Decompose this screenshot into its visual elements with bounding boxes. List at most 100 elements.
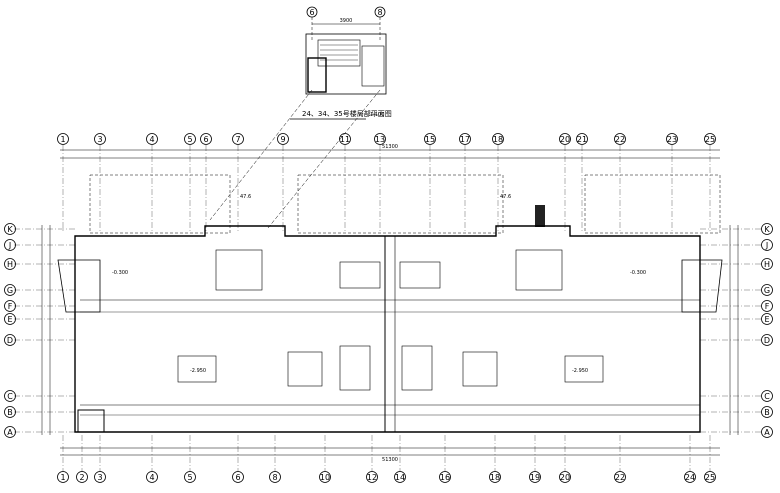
axis-top-11-bubble: [339, 133, 351, 145]
axis-left-D-label: D: [7, 336, 13, 345]
axis-right-A-label: A: [764, 428, 770, 437]
axis-top-5-label: 5: [187, 135, 192, 144]
axis-top-20-label: 20: [560, 135, 570, 144]
level-mark-2: -0.300: [630, 270, 646, 276]
axis-top-18-bubble: [492, 133, 504, 145]
axis-bottom-12-bubble: [366, 471, 378, 483]
axis-bottom-19-label: 19: [530, 473, 540, 482]
axis-right-B-bubble: [761, 406, 773, 418]
level-mark-3: -2.950: [190, 368, 206, 374]
axis-left-D-bubble: [4, 334, 16, 346]
axis-bottom-25-label: 25: [705, 473, 715, 482]
axis-bottom-4-label: 4: [149, 473, 154, 482]
axis-left-B-bubble: [4, 406, 16, 418]
axis-top-21-label: 21: [577, 135, 587, 144]
axis-bottom-12-label: 12: [367, 473, 377, 482]
axis-right-K-bubble: [761, 223, 773, 235]
axis-top-1-bubble: [57, 133, 69, 145]
axis-right-J-label: J: [765, 241, 768, 250]
axis-left-H-label: H: [7, 260, 13, 269]
axis-left-C-label: C: [7, 392, 13, 401]
axis-right-B-label: B: [764, 408, 770, 417]
overall-dimension-bottom: 51300: [382, 457, 398, 463]
axis-bottom-5-bubble: [184, 471, 196, 483]
axis-top-5-bubble: [184, 133, 196, 145]
inset-axis-label-right: 8: [377, 8, 382, 17]
axis-right-E-label: E: [764, 315, 769, 324]
axis-bottom-16-bubble: [439, 471, 451, 483]
level-mark-4: -2.950: [572, 368, 588, 374]
axis-top-1-label: 1: [60, 135, 65, 144]
axis-left-C-bubble: [4, 390, 16, 402]
axis-bottom-5-label: 5: [187, 473, 192, 482]
axis-top-7-label: 7: [235, 135, 240, 144]
axis-bottom-18-bubble: [489, 471, 501, 483]
inset-partial-plan: 6 8 3900 24、34、35号楼局部平面图 1:100: [290, 6, 392, 120]
axis-left-E-label: E: [7, 315, 12, 324]
axis-top-6-label: 6: [203, 135, 208, 144]
axis-left-J-label: J: [8, 241, 11, 250]
axis-left-G-bubble: [4, 284, 16, 296]
axis-left-E-bubble: [4, 313, 16, 325]
axis-top-25-label: 25: [705, 135, 715, 144]
axis-right-A-bubble: [761, 426, 773, 438]
axis-right-J-bubble: [761, 239, 773, 251]
building-outline: -0.300 -0.300 -2.950 -2.950: [57, 225, 723, 433]
axis-bottom-20-bubble: [559, 471, 571, 483]
axis-top-18-label: 18: [493, 135, 503, 144]
axis-left-J-bubble: [4, 239, 16, 251]
axis-right-G-bubble: [761, 284, 773, 296]
axis-top-3-label: 3: [97, 135, 102, 144]
axis-right-E-bubble: [761, 313, 773, 325]
axis-bottom-14-label: 14: [395, 473, 405, 482]
axis-top-9-bubble: [277, 133, 289, 145]
axis-left-K-bubble: [4, 223, 16, 235]
overall-dimension-top: 51300: [382, 144, 398, 150]
axis-left-A-label: A: [7, 428, 13, 437]
axis-top-21-bubble: [576, 133, 588, 145]
axis-left-A-bubble: [4, 426, 16, 438]
axis-right-C-bubble: [761, 390, 773, 402]
axis-bottom-2-bubble: [76, 471, 88, 483]
axis-top-15-bubble: [424, 133, 436, 145]
axis-bottom-10-bubble: [319, 471, 331, 483]
axis-top-20-bubble: [559, 133, 571, 145]
axis-right-H-bubble: [761, 258, 773, 270]
axis-bottom-2-label: 2: [79, 473, 84, 482]
parking-grid: 47.6 47.6: [89, 174, 721, 234]
axis-bottom-1-label: 1: [60, 473, 65, 482]
axis-right-H-label: H: [764, 260, 770, 269]
axis-right-G-label: G: [764, 286, 770, 295]
axis-left-B-label: B: [7, 408, 13, 417]
axis-bottom-22-label: 22: [615, 473, 625, 482]
inset-scale: 1:100: [370, 112, 384, 118]
axis-bottom-6-label: 6: [235, 473, 240, 482]
axis-top-9-label: 9: [280, 135, 285, 144]
axis-top-15-label: 15: [425, 135, 435, 144]
axis-top-6-bubble: [200, 133, 212, 145]
axis-top-3-bubble: [94, 133, 106, 145]
axis-top-25-bubble: [704, 133, 716, 145]
axis-bottom-4-bubble: [146, 471, 158, 483]
axis-right-K-label: K: [764, 225, 770, 234]
axis-bottom-6-bubble: [232, 471, 244, 483]
dimension-lines: 51300 51300: [41, 144, 739, 463]
axis-bottom-3-bubble: [94, 471, 106, 483]
axis-left-F-label: F: [8, 302, 13, 311]
axis-top-11-label: 11: [340, 135, 350, 144]
axis-bottom-19-bubble: [529, 471, 541, 483]
axis-bottom-14-bubble: [394, 471, 406, 483]
axis-left-F-bubble: [4, 300, 16, 312]
axis-top-13-bubble: [374, 133, 386, 145]
axis-bottom-18-label: 18: [490, 473, 500, 482]
callout-leaders: [209, 89, 381, 229]
axis-bottom-3-label: 3: [97, 473, 102, 482]
axis-top-17-label: 17: [460, 135, 470, 144]
axis-top-7-bubble: [232, 133, 244, 145]
axis-bottom-8-bubble: [269, 471, 281, 483]
